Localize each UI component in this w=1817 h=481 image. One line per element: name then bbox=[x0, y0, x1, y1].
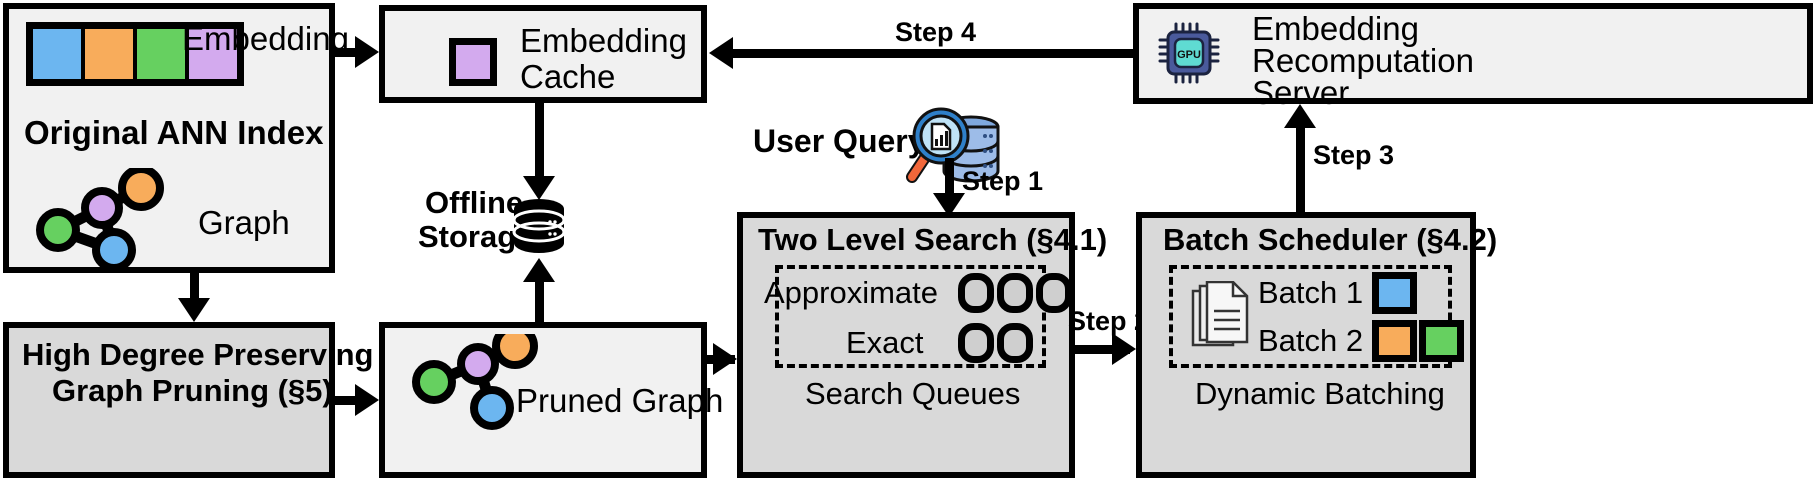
embedding-cache-swatch-icon bbox=[449, 38, 497, 86]
arrow-index-to-cache-shaft bbox=[335, 48, 363, 57]
batch-2-chip-green bbox=[1419, 320, 1464, 362]
search-row-approximate-label: Approximate bbox=[764, 275, 939, 310]
gpu-chip-icon: GPU bbox=[1158, 22, 1220, 84]
magnifier-document-database-icon bbox=[906, 107, 1000, 183]
search-row-exact-label: Exact bbox=[846, 325, 924, 360]
graph-pruning-box bbox=[3, 322, 335, 478]
arrow-pruning-to-pruned-shaft bbox=[335, 396, 363, 405]
arrow-cache-to-storage-head bbox=[523, 176, 555, 200]
arrow-index-to-pruning-head bbox=[178, 298, 210, 322]
search-queue-slot-exact-2[interactable] bbox=[997, 323, 1033, 363]
step1-label: Step 1 bbox=[962, 166, 1044, 196]
embedding-cell-orange bbox=[85, 29, 137, 79]
search-queues-footer: Search Queues bbox=[805, 376, 1021, 411]
database-cylinder-icon bbox=[512, 199, 566, 253]
graph-label: Graph bbox=[198, 204, 290, 241]
dynamic-batching-dashed-region bbox=[1169, 265, 1452, 368]
step3-label: Step 3 bbox=[1313, 140, 1395, 170]
two-level-search-title: Two Level Search (§4.1) bbox=[758, 222, 1108, 257]
arrow-index-to-pruning-shaft bbox=[190, 273, 199, 307]
graph-pruning-line2: Graph Pruning (§5) bbox=[52, 373, 333, 408]
batch-1-chip-blue bbox=[1372, 272, 1417, 314]
arrow-pruning-to-pruned-head bbox=[355, 384, 379, 416]
recomputation-server-line1: Embedding bbox=[1252, 10, 1419, 47]
arrow-cache-to-storage-shaft bbox=[535, 103, 544, 188]
batch-2-chip-orange bbox=[1372, 320, 1417, 362]
arrow-pruned-to-storage-head bbox=[523, 258, 555, 282]
user-query-label: User Query bbox=[753, 123, 926, 159]
search-queue-slot-exact-1[interactable] bbox=[958, 323, 994, 363]
arrow-step1-shaft bbox=[945, 158, 954, 203]
arrow-step2-shaft bbox=[1075, 345, 1130, 354]
arrow-pruned-to-storage-shaft bbox=[535, 272, 544, 332]
batch-scheduler-title: Batch Scheduler (§4.2) bbox=[1163, 222, 1498, 257]
embedding-cell-blue bbox=[33, 29, 85, 79]
embedding-vector-strip bbox=[26, 22, 244, 86]
embedding-cache-title-line2: Cache bbox=[520, 58, 616, 95]
batch-row-1-label: Batch 1 bbox=[1258, 275, 1364, 310]
step2-label: Step 2 bbox=[1068, 306, 1150, 336]
arrow-pruned-to-search-head bbox=[713, 343, 737, 375]
pruned-graph-nodes-icon bbox=[412, 334, 538, 430]
search-queues-dashed-region bbox=[775, 265, 1046, 368]
graph-nodes-icon bbox=[36, 168, 164, 268]
arrow-step3-head bbox=[1284, 104, 1316, 128]
graph-pruning-line1: High Degree Preserving bbox=[22, 337, 374, 372]
recomputation-server-box bbox=[1133, 3, 1813, 104]
embedding-cache-box bbox=[379, 5, 707, 103]
original-ann-index-title: Original ANN Index bbox=[24, 114, 324, 151]
offline-storage-line1: Offline bbox=[425, 185, 524, 220]
svg-text:GPU: GPU bbox=[1177, 49, 1201, 61]
arrow-step2-head bbox=[1112, 333, 1136, 365]
batch-row-2-label: Batch 2 bbox=[1258, 323, 1364, 358]
embedding-cell-green bbox=[137, 29, 189, 79]
pruned-graph-label: Pruned Graph bbox=[516, 382, 724, 419]
embedding-cache-title-line1: Embedding bbox=[520, 22, 687, 59]
search-queue-slot-approximate-2[interactable] bbox=[997, 273, 1033, 313]
documents-stack-icon bbox=[1191, 281, 1249, 347]
arrow-step4-head bbox=[709, 37, 733, 69]
arrow-step4-shaft bbox=[733, 49, 1133, 58]
dynamic-batching-footer: Dynamic Batching bbox=[1195, 376, 1445, 411]
arrow-step3-shaft bbox=[1296, 126, 1305, 212]
embedding-label: Embedding bbox=[182, 20, 349, 57]
search-queue-slot-approximate-3[interactable] bbox=[1036, 273, 1072, 313]
recomputation-server-line2: Recomputation bbox=[1252, 42, 1474, 79]
embedding-cell-purple bbox=[189, 29, 237, 79]
arrow-index-to-cache-head bbox=[355, 36, 379, 68]
step4-label: Step 4 bbox=[895, 17, 977, 47]
search-queue-slot-approximate-1[interactable] bbox=[958, 273, 994, 313]
